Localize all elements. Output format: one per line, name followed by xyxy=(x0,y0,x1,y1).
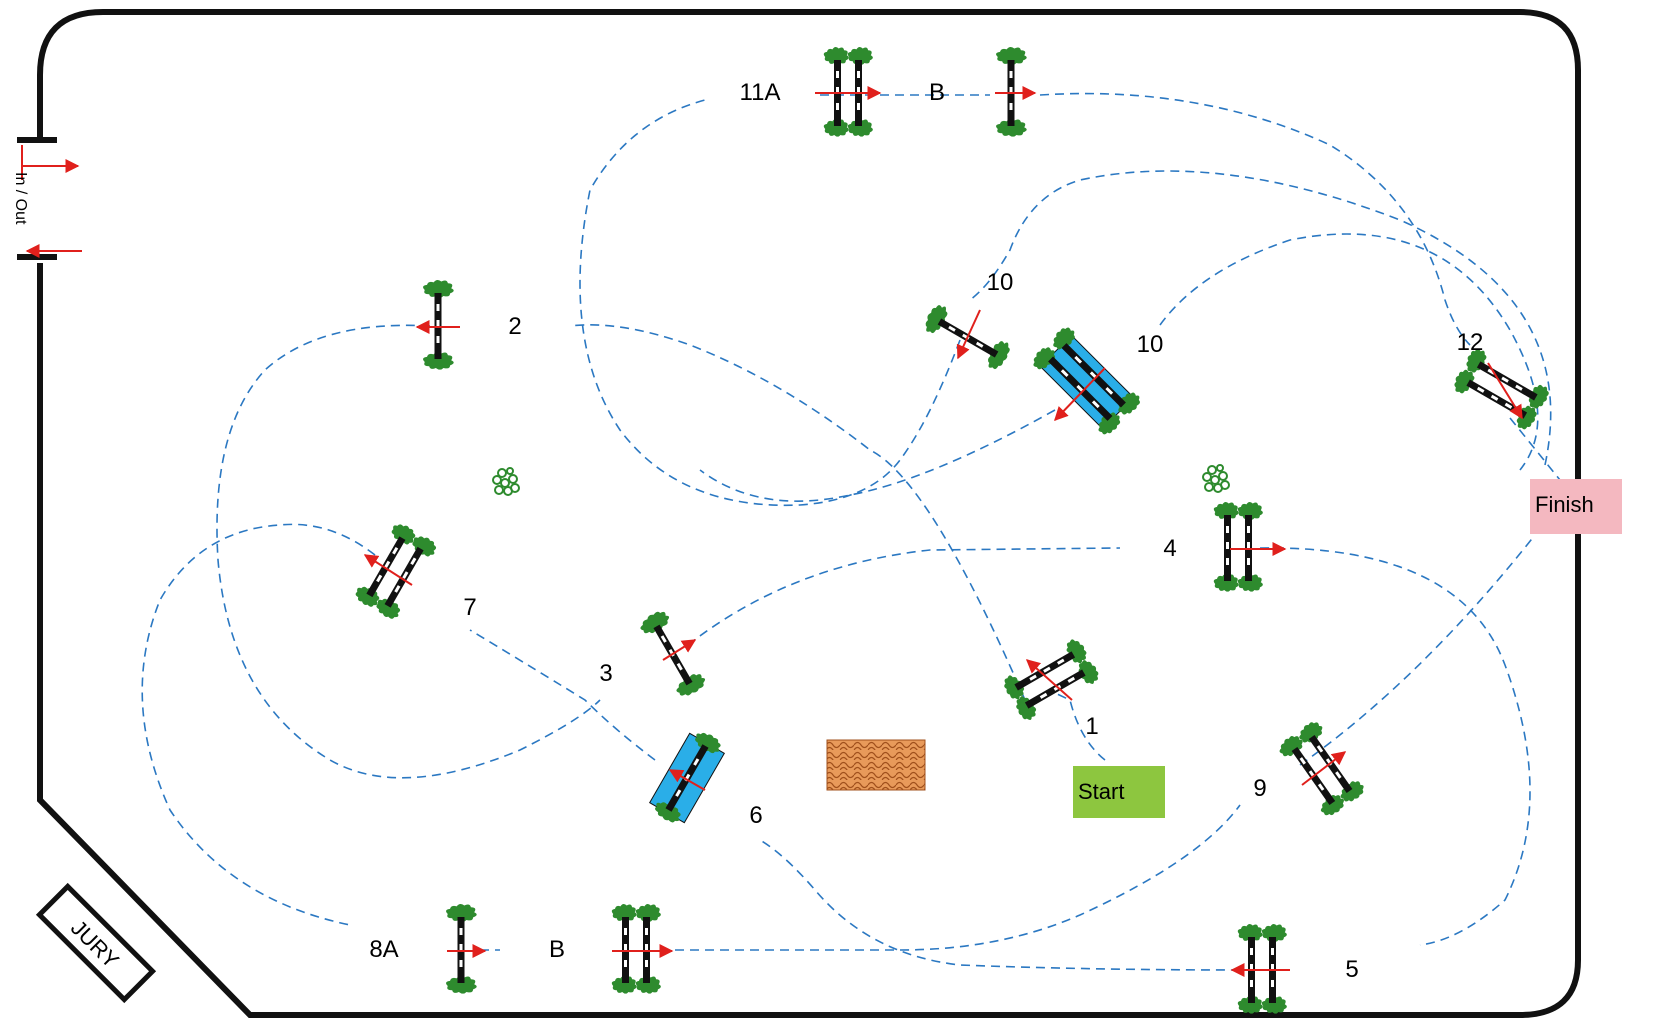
obstacle-9: 9 xyxy=(1253,718,1367,820)
arena-boundary xyxy=(37,9,1581,1018)
jury-box: JURY xyxy=(35,882,157,1004)
obstacle-label-4: 4 xyxy=(1163,535,1176,562)
obstacle-12: 12 xyxy=(1450,329,1552,433)
obstacle-label-7: 7 xyxy=(463,594,476,621)
obstacle-label-12: 12 xyxy=(1457,329,1484,356)
obstacle-label-5: 5 xyxy=(1345,956,1358,983)
obstacle-label-6: 6 xyxy=(749,802,762,829)
finish-box: Finish xyxy=(1530,479,1622,534)
start-box: Start xyxy=(1073,766,1165,818)
obstacle-4: 4 xyxy=(1163,502,1287,592)
obstacle-10b: 10 xyxy=(1029,323,1164,438)
brick-wall-decoration xyxy=(826,739,926,791)
entrance-label: In / Out xyxy=(12,172,29,225)
obstacle-10a: 10 xyxy=(921,269,1014,373)
obstacle-8a: 8A xyxy=(369,904,487,994)
obstacle-1: 1 xyxy=(1000,636,1102,740)
obstacle-label-9: 9 xyxy=(1253,775,1266,802)
obstacle-8b: B xyxy=(549,904,674,994)
obstacle-label-8b: B xyxy=(549,936,565,963)
obstacle-11a: 11A xyxy=(740,47,882,137)
finish-label: Finish xyxy=(1535,492,1594,517)
entrance-gate: In / Out xyxy=(12,137,82,260)
obstacle-label-10a: 10 xyxy=(987,269,1014,296)
start-label: Start xyxy=(1078,779,1124,804)
obstacle-11b: B xyxy=(929,47,1037,137)
course-path xyxy=(141,92,1561,971)
obstacle-label-11a: 11A xyxy=(740,79,781,106)
obstacle-label-11b: B xyxy=(929,79,945,106)
obstacle-label-10b: 10 xyxy=(1137,331,1164,358)
obstacle-6: 6 xyxy=(646,725,763,829)
obstacle-label-1: 1 xyxy=(1085,713,1098,740)
obstacle-label-2: 2 xyxy=(508,313,521,340)
obstacle-label-3: 3 xyxy=(599,660,612,687)
obstacle-2: 2 xyxy=(415,280,522,370)
obstacle-label-8a: 8A xyxy=(369,936,398,963)
obstacle-7: 7 xyxy=(352,520,477,622)
obstacle-3: 3 xyxy=(599,607,708,700)
obstacle-5: 5 xyxy=(1230,924,1359,1014)
